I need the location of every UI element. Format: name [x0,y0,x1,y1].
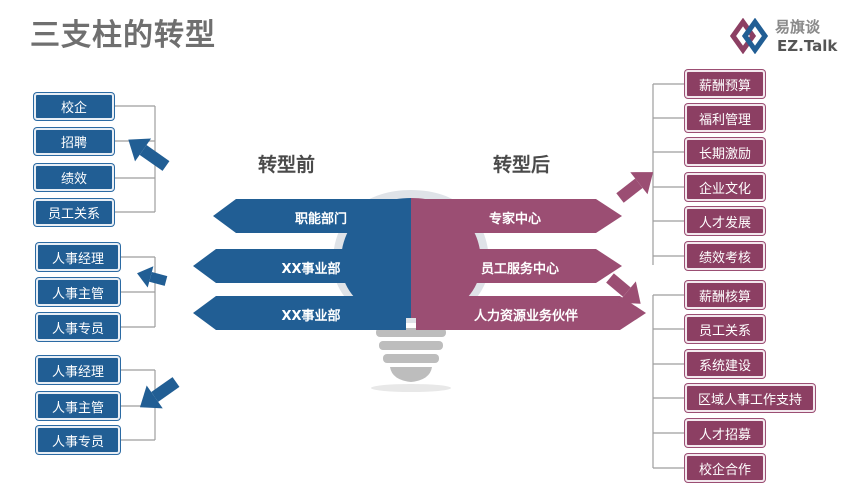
right-item-box: 人才发展 [685,207,765,235]
arrow-icon-right-2 [606,273,641,304]
right-item-box: 员工关系 [685,315,765,343]
right-banner-3-shape [416,296,646,330]
logo-text-en: EZ.Talk [777,37,838,55]
right-item-box: 薪酬预算 [685,70,765,98]
right-banner-label: 员工服务中心 [480,262,559,277]
left-item-box: 人事经理 [36,243,120,271]
left-item-box: 人事专员 [36,313,120,341]
right-item-box: 系统建设 [685,350,765,378]
logo: 易旗谈 EZ.Talk [727,16,847,58]
left-item-box: 人事主管 [36,278,120,306]
left-item-box: 人事专员 [36,426,120,454]
right-item-box: 人才招募 [685,419,765,447]
left-banner-label: 职能部门 [294,212,347,227]
left-item-box: 招聘 [34,128,114,155]
left-item-box: 员工关系 [34,199,114,226]
left-item-box: 校企 [34,93,114,120]
right-banner-1-shape [416,199,622,233]
left-banners [193,199,406,330]
bulb-base [371,328,451,392]
arrow-icon-left-2 [137,266,168,288]
right-item-box: 校企合作 [685,454,765,482]
right-item-box: 绩效考核 [685,242,765,270]
right-item-box: 薪酬核算 [685,281,765,309]
right-item-box: 长期激励 [685,138,765,166]
right-connectors [652,83,685,469]
header-before: 转型前 [258,154,316,176]
arrow-icon-right-1 [616,172,654,203]
left-item-box: 人事经理 [36,356,120,384]
right-arrows [606,172,654,304]
page-title: 三支柱的转型 [30,18,216,53]
right-banner-2-shape [416,249,622,283]
right-item-box: 福利管理 [685,104,765,132]
right-item-box: 区域人事工作支持 [685,384,815,412]
logo-icon [729,18,769,54]
right-banner-label: 人力资源业务伙伴 [473,309,578,324]
arrow-icon-left-1 [128,138,170,171]
left-banner-2-shape [193,249,406,283]
left-arrows [128,138,180,409]
left-banner-label: XX事业部 [281,262,341,277]
arrow-icon-left-3 [139,377,180,409]
left-item-box: 绩效 [34,164,114,191]
right-item-box: 企业文化 [685,173,765,201]
logo-text-cn: 易旗谈 [775,18,821,36]
header-after: 转型后 [493,154,551,176]
right-banner-label: 专家中心 [488,212,541,227]
left-banner-3-shape [193,296,406,330]
left-item-box: 人事主管 [36,392,120,420]
left-banner-1-shape [213,199,406,233]
right-banners [416,199,646,330]
left-banner-label: XX事业部 [281,309,341,324]
